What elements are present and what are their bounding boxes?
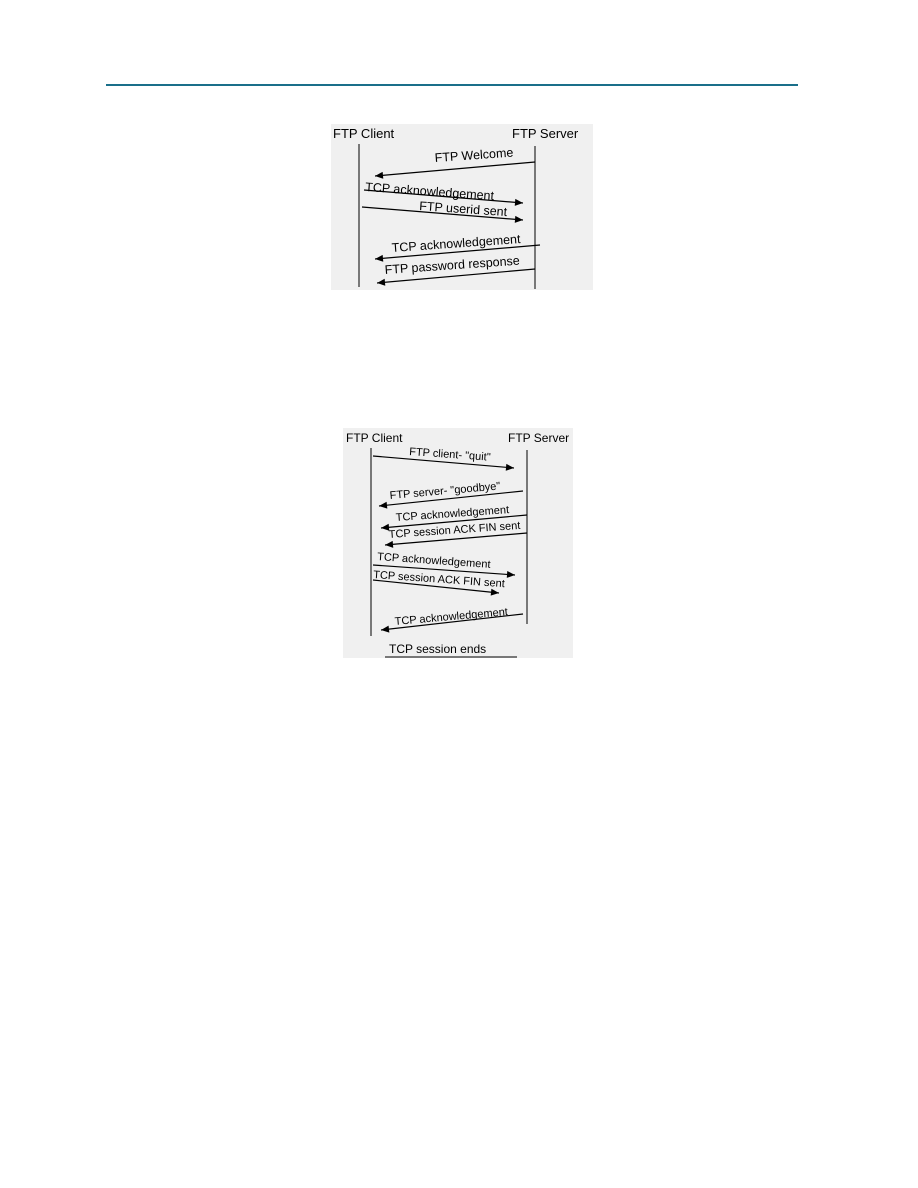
message-arrow: TCP acknowledgement (380, 504, 528, 531)
client-label: FTP Client (333, 126, 395, 141)
arrow-head (377, 278, 386, 286)
message-arrow: FTP client- "quit" (372, 446, 515, 471)
arrow-line (374, 161, 536, 177)
arrow-line (372, 579, 500, 594)
ftp-logout-sequence-diagram: FTP Client FTP Server FTP client- "quit"… (343, 428, 573, 658)
message-label: FTP client- "quit" (409, 446, 491, 464)
arrow-head (381, 625, 390, 633)
message-label: TCP acknowledgement (394, 606, 508, 628)
message-arrow: TCP session ACK FIN sent (384, 520, 528, 548)
arrow-line (374, 244, 541, 260)
arrow-head (514, 198, 523, 206)
message-label: TCP acknowledgement (377, 551, 491, 571)
arrow-head (379, 501, 388, 509)
message-label: FTP password response (384, 254, 520, 277)
arrow-head (385, 540, 394, 548)
server-label: FTP Server (512, 126, 579, 141)
arrow-line (372, 455, 515, 469)
server-label: FTP Server (508, 431, 569, 445)
arrow-head (375, 171, 384, 179)
session-ends-label: TCP session ends (389, 642, 486, 656)
message-arrow: FTP userid sent (361, 199, 524, 223)
message-arrow: FTP Welcome (374, 146, 536, 179)
arrow-line (363, 189, 524, 204)
arrow-line (361, 206, 524, 221)
arrow-line (380, 613, 524, 631)
message-arrow: TCP acknowledgement (380, 606, 524, 633)
client-label: FTP Client (346, 431, 403, 445)
header-rule (106, 84, 798, 86)
arrow-line (378, 490, 524, 507)
ftp-logout-svg: FTP Client FTP Server FTP client- "quit"… (346, 431, 569, 658)
arrow-head (490, 588, 499, 596)
arrow-head (514, 215, 523, 223)
arrow-line (376, 268, 536, 284)
arrow-line (372, 564, 516, 576)
arrow-head (381, 523, 390, 531)
message-label: FTP Welcome (434, 146, 514, 165)
arrow-head (505, 463, 514, 471)
arrow-head (375, 254, 384, 262)
message-label: FTP userid sent (419, 199, 508, 219)
arrow-line (380, 514, 528, 529)
arrow-head (506, 570, 515, 578)
arrow-line (384, 532, 528, 546)
message-arrow: FTP password response (376, 254, 536, 286)
